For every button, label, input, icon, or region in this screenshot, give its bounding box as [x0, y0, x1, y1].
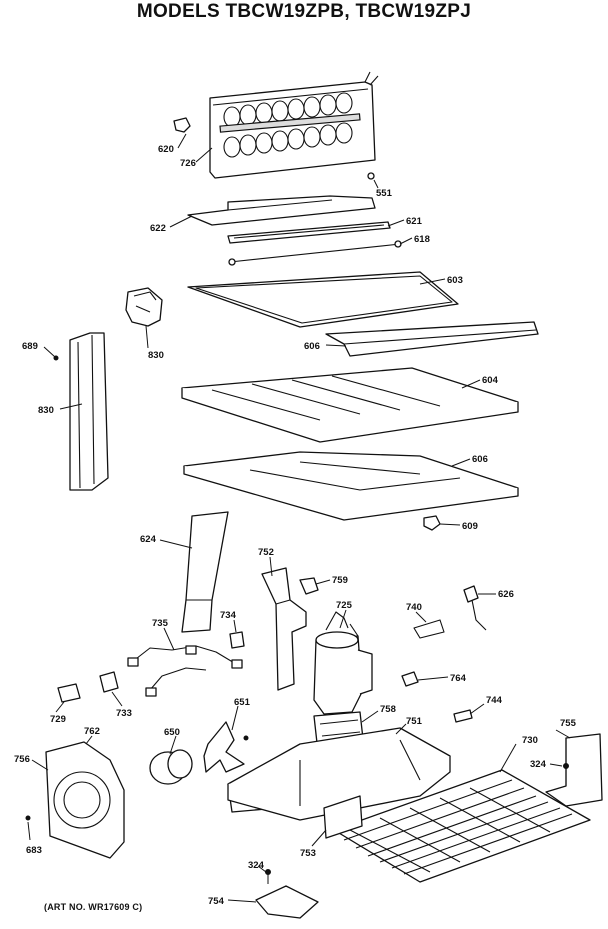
foot-754 — [255, 885, 319, 919]
label-751: 751 — [406, 716, 423, 727]
label-606-pan: 606 — [472, 454, 488, 465]
label-606-rail: 606 — [304, 341, 320, 352]
art-number-caption: (ART NO. WR17609 C) — [44, 902, 143, 912]
label-620: 620 — [158, 144, 174, 155]
label-734: 734 — [220, 610, 237, 621]
connector-764 — [401, 671, 419, 687]
label-604: 604 — [482, 375, 499, 386]
label-603: 603 — [447, 275, 463, 286]
fan-blade-651 — [203, 721, 249, 773]
label-752: 752 — [258, 547, 274, 558]
clip-620 — [173, 117, 191, 133]
label-759: 759 — [332, 575, 348, 586]
tube-618 — [228, 240, 402, 266]
label-744: 744 — [486, 695, 503, 706]
screw-683 — [25, 815, 31, 821]
shelf-604 — [181, 367, 519, 443]
label-762: 762 — [84, 726, 100, 737]
clip-744 — [453, 709, 473, 723]
leader-lines — [27, 133, 571, 903]
bracket-755 — [545, 733, 603, 807]
clip-759 — [299, 577, 319, 595]
thermostat-740 — [413, 619, 445, 639]
label-830-channel: 830 — [38, 405, 54, 416]
shroud-762 — [45, 741, 125, 859]
label-729: 729 — [50, 714, 66, 725]
harness-735 — [127, 645, 243, 697]
label-730: 730 — [522, 735, 538, 746]
relay-734 — [229, 631, 245, 649]
label-689: 689 — [22, 341, 38, 352]
capacitor-729 — [57, 683, 81, 703]
label-626: 626 — [498, 589, 514, 600]
label-740: 740 — [406, 602, 422, 613]
screw-324-right — [563, 763, 569, 769]
label-621: 621 — [406, 216, 423, 227]
label-651: 651 — [234, 697, 251, 708]
label-764: 764 — [450, 673, 467, 684]
screw-689 — [43, 346, 59, 361]
label-733: 733 — [116, 708, 132, 719]
label-758: 758 — [380, 704, 396, 715]
pan-606 — [183, 451, 519, 521]
fan-motor-650 — [149, 749, 193, 785]
compressor-725 — [313, 611, 373, 715]
harness-626 — [463, 585, 487, 631]
label-725: 725 — [336, 600, 353, 611]
channel-830 — [69, 332, 109, 491]
label-650: 650 — [164, 727, 180, 738]
heater-621 — [227, 221, 391, 244]
label-609: 609 — [462, 521, 478, 532]
shelf-603 — [187, 271, 459, 328]
bracket-752 — [261, 567, 307, 691]
label-735: 735 — [152, 618, 169, 629]
label-618: 618 — [414, 234, 430, 245]
page-title: MODELS TBCW19ZPB, TBCW19ZPJ — [136, 1, 472, 22]
evaporator-coil — [209, 71, 379, 179]
duct-624 — [181, 511, 229, 633]
bracket-753 — [323, 795, 363, 839]
label-726: 726 — [180, 158, 196, 169]
bracket-830 — [125, 287, 163, 327]
label-756: 756 — [14, 754, 30, 765]
label-624: 624 — [140, 534, 157, 545]
base-751 — [227, 727, 451, 821]
overload-733 — [99, 671, 119, 693]
label-830-bracket: 830 — [148, 350, 164, 361]
label-683: 683 — [26, 845, 42, 856]
label-324-bottom: 324 — [248, 860, 265, 871]
label-551: 551 — [376, 188, 393, 199]
screw-324-bottom — [265, 869, 271, 884]
screw-551 — [367, 172, 375, 180]
cover-622 — [187, 195, 376, 226]
label-754: 754 — [208, 896, 225, 907]
label-755: 755 — [560, 718, 577, 729]
label-753: 753 — [300, 848, 316, 859]
rail-606 — [325, 321, 539, 357]
label-622: 622 — [150, 223, 166, 234]
part-labels: 620 726 551 622 621 618 603 830 689 606 … — [14, 144, 577, 907]
clip-609 — [423, 515, 441, 531]
condenser-730 — [333, 769, 591, 883]
label-324-right: 324 — [530, 759, 547, 770]
